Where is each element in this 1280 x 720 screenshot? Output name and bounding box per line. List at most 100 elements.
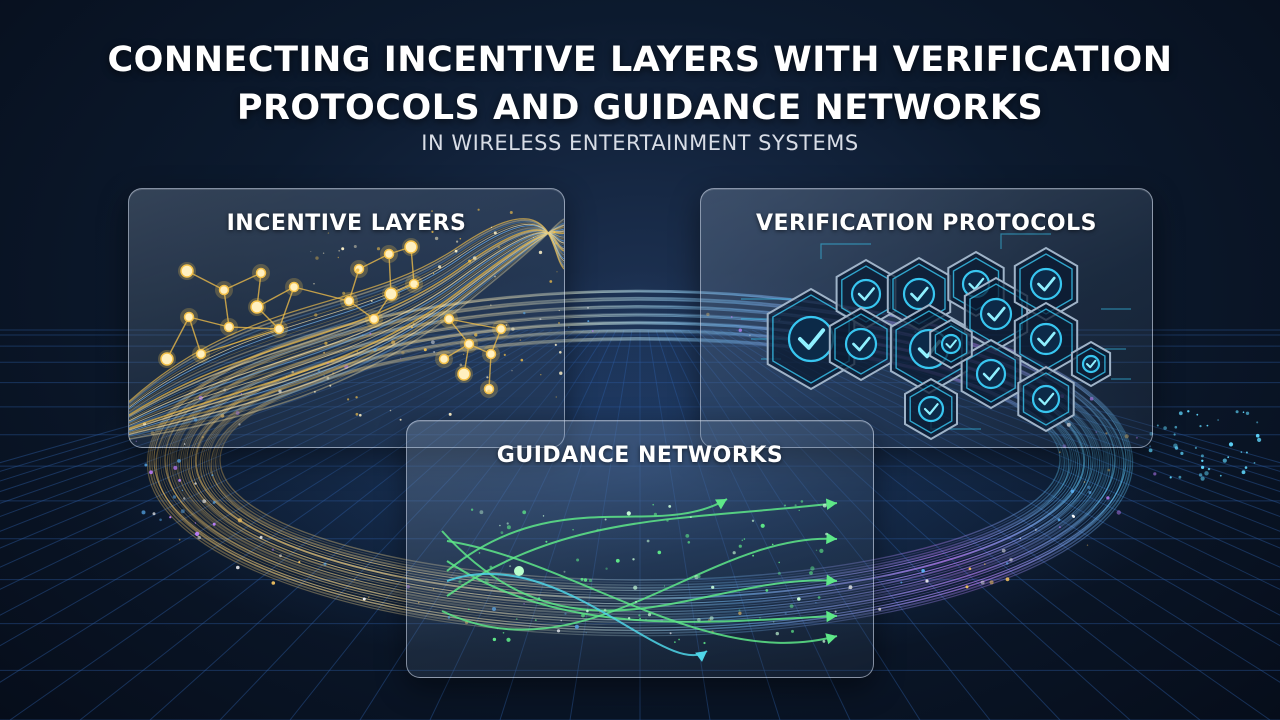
light-strand <box>129 229 564 416</box>
node-link <box>448 318 502 330</box>
spark <box>341 247 345 251</box>
spark <box>587 320 590 323</box>
spark <box>406 585 410 589</box>
spark <box>639 617 641 620</box>
spark <box>690 516 692 518</box>
spark <box>775 631 779 636</box>
spark <box>822 640 826 643</box>
spark <box>1204 471 1209 476</box>
spark <box>900 581 903 584</box>
spark <box>1194 446 1197 449</box>
spark <box>834 610 837 613</box>
spark <box>815 549 818 551</box>
spark <box>741 539 744 542</box>
spark <box>738 609 741 612</box>
network-node <box>404 240 418 254</box>
spark <box>211 474 214 477</box>
spark <box>456 240 459 243</box>
spark <box>459 237 462 240</box>
spark <box>563 570 566 573</box>
spark <box>809 571 813 575</box>
checkmark-icon <box>982 367 1000 381</box>
spark <box>1242 411 1245 414</box>
arrowhead-icon <box>826 532 837 545</box>
spark <box>323 562 327 566</box>
spark <box>472 256 477 260</box>
spark <box>178 479 182 482</box>
node-link <box>200 328 280 355</box>
spark <box>1169 476 1172 479</box>
spark <box>1240 451 1243 453</box>
network-node <box>384 287 398 301</box>
spark <box>798 509 800 511</box>
spark <box>212 522 216 526</box>
spark <box>697 574 701 579</box>
spark <box>1124 434 1129 439</box>
network-node <box>250 300 264 314</box>
spark <box>989 580 994 585</box>
spark <box>585 632 587 634</box>
spark <box>468 259 472 263</box>
spark <box>183 443 186 445</box>
hex-inner <box>834 313 888 375</box>
spark <box>1228 442 1234 447</box>
spark <box>632 558 635 561</box>
spark <box>1244 466 1248 469</box>
spark <box>1187 410 1190 413</box>
spark <box>370 300 373 302</box>
spark <box>576 558 580 562</box>
spark <box>560 619 562 622</box>
spark <box>1105 432 1108 435</box>
spark <box>1083 481 1086 483</box>
spark <box>181 489 183 491</box>
perspective-grid <box>0 329 1280 720</box>
check-badge <box>979 297 1013 331</box>
spark <box>583 578 588 582</box>
spark <box>177 459 181 463</box>
grid-line <box>569 329 633 720</box>
light-strand <box>219 339 1061 581</box>
verification-protocols-card: VERIFICATION PROTOCOLS <box>700 188 1153 448</box>
network-node <box>273 323 285 335</box>
spark <box>291 370 295 374</box>
node-link <box>348 268 360 302</box>
spark <box>347 398 350 401</box>
spark <box>401 351 405 355</box>
checkmark-icon <box>852 336 871 352</box>
arrowhead-icon <box>825 633 837 645</box>
spark <box>487 389 491 394</box>
spark <box>559 351 562 354</box>
node-link <box>188 316 230 328</box>
spark <box>1005 577 1010 582</box>
check-badge <box>975 358 1007 390</box>
spark <box>1200 476 1205 481</box>
light-strand <box>129 218 564 402</box>
spark <box>149 470 153 475</box>
spark <box>1199 425 1202 428</box>
light-strand <box>170 305 1110 619</box>
glow-point <box>514 566 524 576</box>
spark <box>1200 454 1204 458</box>
check-badge <box>844 327 878 361</box>
spark <box>313 283 315 285</box>
spark <box>180 509 185 514</box>
spark <box>1206 424 1209 427</box>
spark <box>497 245 501 249</box>
spark <box>259 535 263 539</box>
network-node <box>408 278 420 290</box>
spark <box>1173 433 1176 436</box>
spark <box>810 566 815 571</box>
spark <box>732 551 736 555</box>
spark <box>1107 468 1111 472</box>
spark <box>1086 544 1089 546</box>
spark <box>298 561 301 564</box>
spark <box>201 435 204 439</box>
spark <box>1071 514 1075 517</box>
spark <box>1149 445 1152 448</box>
network-node <box>463 338 475 350</box>
spark <box>492 607 496 611</box>
spark <box>523 311 526 315</box>
spark <box>369 332 372 335</box>
spark <box>1095 431 1097 433</box>
spark <box>794 504 797 507</box>
